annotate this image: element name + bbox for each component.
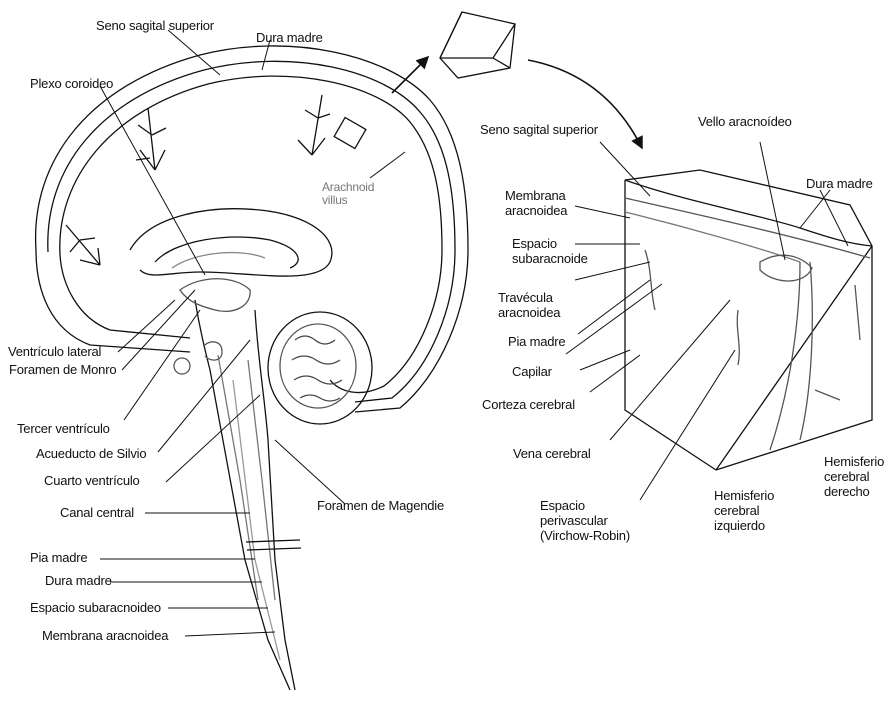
cube-icon xyxy=(440,12,515,78)
label-cuarto-ventriculo: Cuarto ventrículo xyxy=(44,473,140,488)
label-seno-sagital-superior: Seno sagital superior xyxy=(96,18,214,33)
arachnoid-villus-box xyxy=(334,117,366,148)
label-dura-madre-right: Dura madre xyxy=(806,176,873,191)
label-seno-sagital-superior-right: Seno sagital superior xyxy=(480,122,598,137)
vein-branch xyxy=(66,225,100,265)
label-ventriculo-lateral: Ventrículo lateral xyxy=(8,344,101,359)
label-vello-aracnoideo: Vello aracnoídeo xyxy=(698,114,792,129)
label-espacio-subaracnoideo: Espacio subaracnoideo xyxy=(30,600,161,615)
dura-inner-outline xyxy=(48,61,455,402)
label-capilar: Capilar xyxy=(512,364,552,379)
label-tercer-ventriculo: Tercer ventrículo xyxy=(17,421,110,436)
vein-branch xyxy=(298,95,330,155)
label-hemisferio-derecho: Hemisferio cerebral derecho xyxy=(824,454,884,499)
label-espacio-subaracnoide: Espacio subaracnoide xyxy=(512,236,588,266)
label-plexo-coroideo: Plexo coroideo xyxy=(30,76,113,91)
corpus-callosum xyxy=(130,209,332,276)
label-foramen-de-magendie: Foramen de Magendie xyxy=(317,498,444,513)
label-acueducto-de-silvio: Acueducto de Silvio xyxy=(36,446,146,461)
tissue-block xyxy=(625,170,872,470)
label-vena-cerebral: Vena cerebral xyxy=(513,446,591,461)
label-membrana-aracnoidea-right: Membrana aracnoidea xyxy=(505,188,567,218)
label-travecula-aracnoidea: Travécula aracnoidea xyxy=(498,290,560,320)
label-corteza-cerebral: Corteza cerebral xyxy=(482,397,575,412)
label-hemisferio-izquierdo: Hemisferio cerebral izquierdo xyxy=(714,488,774,533)
label-espacio-perivascular: Espacio perivascular (Virchow-Robin) xyxy=(540,498,630,543)
label-arachnoid-villus: Arachnoid villus xyxy=(322,181,374,207)
label-dura-madre-left: Dura madre xyxy=(45,573,112,588)
label-dura-madre-top: Dura madre xyxy=(256,30,323,45)
block-top-face xyxy=(625,170,872,470)
vein-branch xyxy=(136,108,166,170)
label-pia-madre-left: Pia madre xyxy=(30,550,87,565)
cortex-outline xyxy=(60,76,442,392)
label-membrana-aracnoidea-left: Membrana aracnoidea xyxy=(42,628,168,643)
label-pia-madre-right: Pia madre xyxy=(508,334,565,349)
label-canal-central: Canal central xyxy=(60,505,134,520)
label-foramen-de-monro: Foramen de Monro xyxy=(9,362,116,377)
